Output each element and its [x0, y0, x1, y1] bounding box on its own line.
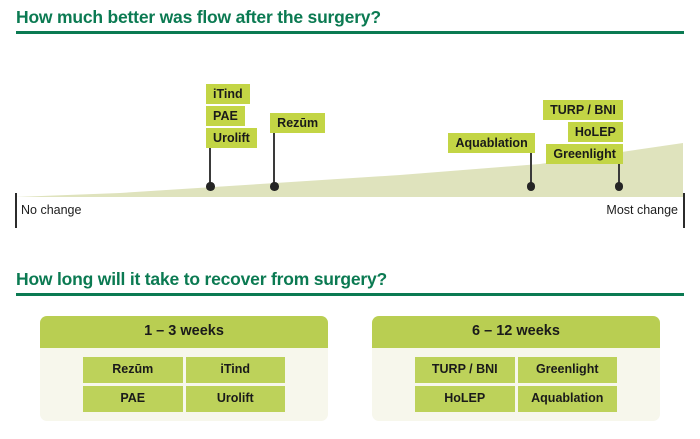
heading-flow-text: How much better was flow after the surge… — [16, 6, 684, 28]
recovery-panel-cell: Greenlight — [517, 357, 617, 383]
recovery-panel-header: 6 – 12 weeks — [372, 316, 660, 348]
recovery-panel-cell: Rezūm — [83, 357, 183, 383]
recovery-panel-cell: Aquablation — [517, 386, 617, 412]
recovery-panel-cell: Urolift — [185, 386, 285, 412]
recovery-panel-cell: iTind — [185, 357, 285, 383]
heading-recover-text: How long will it take to recover from su… — [16, 268, 684, 290]
heading-recover-underline — [16, 293, 684, 296]
heading-flow-emphasis: flow — [196, 7, 231, 27]
heading-flow-underline — [16, 31, 684, 34]
recovery-panel-cell: PAE — [83, 386, 183, 412]
recovery-panel-header: 1 – 3 weeks — [40, 316, 328, 348]
marker-dot — [526, 182, 536, 191]
heading-recover-emphasis: recover from surgery — [204, 269, 377, 289]
scale-wedge-shape — [15, 143, 683, 197]
page-title-recover: How long will it take to recover from su… — [16, 268, 684, 296]
axis-tick-right — [683, 193, 685, 228]
chart-label-stack: Rezūm — [270, 113, 326, 133]
axis-label-most-change: Most change — [606, 203, 678, 217]
marker-stem — [529, 139, 532, 186]
chart-label-chip: Aquablation — [448, 133, 535, 153]
chart-label-chip: iTind — [206, 84, 250, 104]
marker-stem — [617, 150, 621, 186]
page-title-flow: How much better was flow after the surge… — [16, 6, 684, 34]
chart-label-chip: PAE — [206, 106, 245, 126]
heading-recover-suffix: ? — [376, 269, 388, 289]
chart-label-chip: Greenlight — [546, 144, 623, 164]
heading-flow-prefix: How much better was — [16, 7, 197, 27]
chart-label-stack: Aquablation — [448, 133, 535, 153]
marker-dot — [206, 182, 215, 191]
heading-recover-prefix: How long will it take to — [16, 269, 205, 289]
recovery-panel-cell: HoLEP — [415, 386, 515, 412]
chart-label-chip: Rezūm — [270, 113, 326, 133]
axis-tick-left — [15, 193, 17, 228]
marker-dot — [614, 182, 624, 191]
marker-stem — [209, 134, 212, 186]
marker-dot — [270, 182, 279, 191]
axis-label-no-change: No change — [21, 203, 82, 217]
marker-stem — [273, 119, 276, 186]
recovery-panel-cell: TURP / BNI — [415, 357, 515, 383]
heading-flow-suffix: after the surgery? — [230, 7, 381, 27]
chart-label-chip: Urolift — [206, 128, 257, 148]
chart-label-chip: HoLEP — [567, 122, 623, 142]
chart-label-chip: TURP / BNI — [543, 100, 623, 120]
